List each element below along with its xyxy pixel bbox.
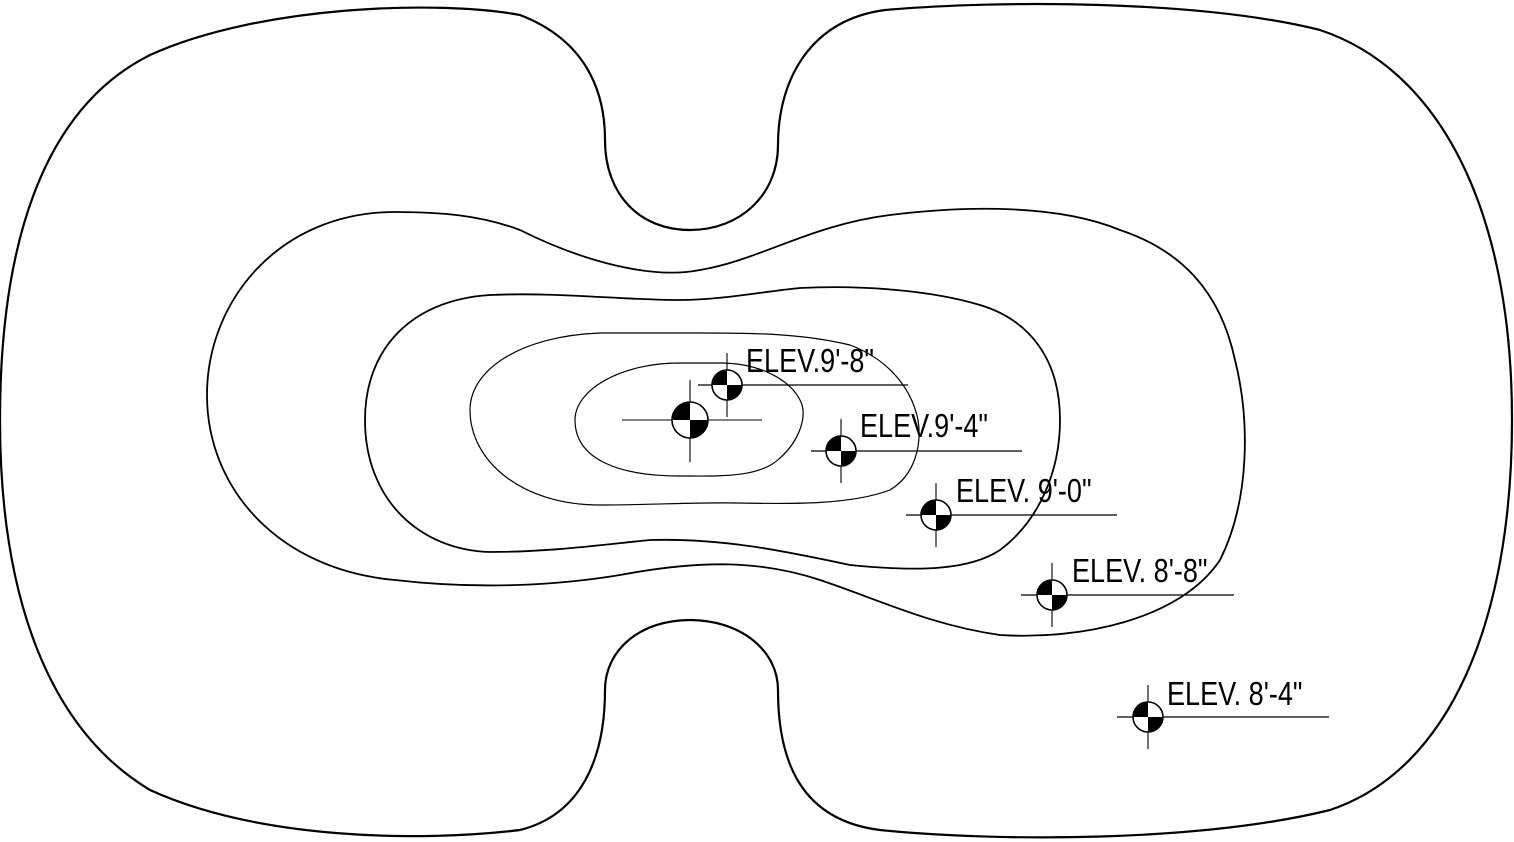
elevation-marker-9-8: ELEV.9'-8" (698, 344, 908, 417)
elevation-label: ELEV. 9'-0" (956, 474, 1092, 510)
elevation-label: ELEV. 8'-8" (1072, 554, 1208, 590)
benchmark-icon (1036, 579, 1068, 611)
contour-ring-2 (206, 207, 1246, 637)
center-benchmark (622, 380, 762, 462)
benchmark-icon (1132, 701, 1164, 733)
elevation-marker-9-4: ELEV.9'-4" (811, 409, 1022, 483)
contour-ring-5 (574, 362, 804, 477)
elevation-marker-8-4: ELEV. 8'-4" (1117, 677, 1329, 749)
elevation-marker-9-0: ELEV. 9'-0" (906, 474, 1117, 547)
benchmark-icon (711, 369, 743, 401)
elevation-label: ELEV. 8'-4" (1167, 677, 1303, 713)
benchmark-icon (825, 435, 857, 467)
elevation-benchmark-icon (671, 401, 709, 439)
contour-ring-3 (364, 286, 1061, 570)
contour-ring-4 (469, 332, 920, 506)
elevation-marker-8-8: ELEV. 8'-8" (1021, 554, 1234, 627)
benchmark-icon (920, 499, 952, 531)
elevation-label: ELEV.9'-4" (860, 409, 988, 445)
elevation-label: ELEV.9'-8" (746, 344, 874, 380)
